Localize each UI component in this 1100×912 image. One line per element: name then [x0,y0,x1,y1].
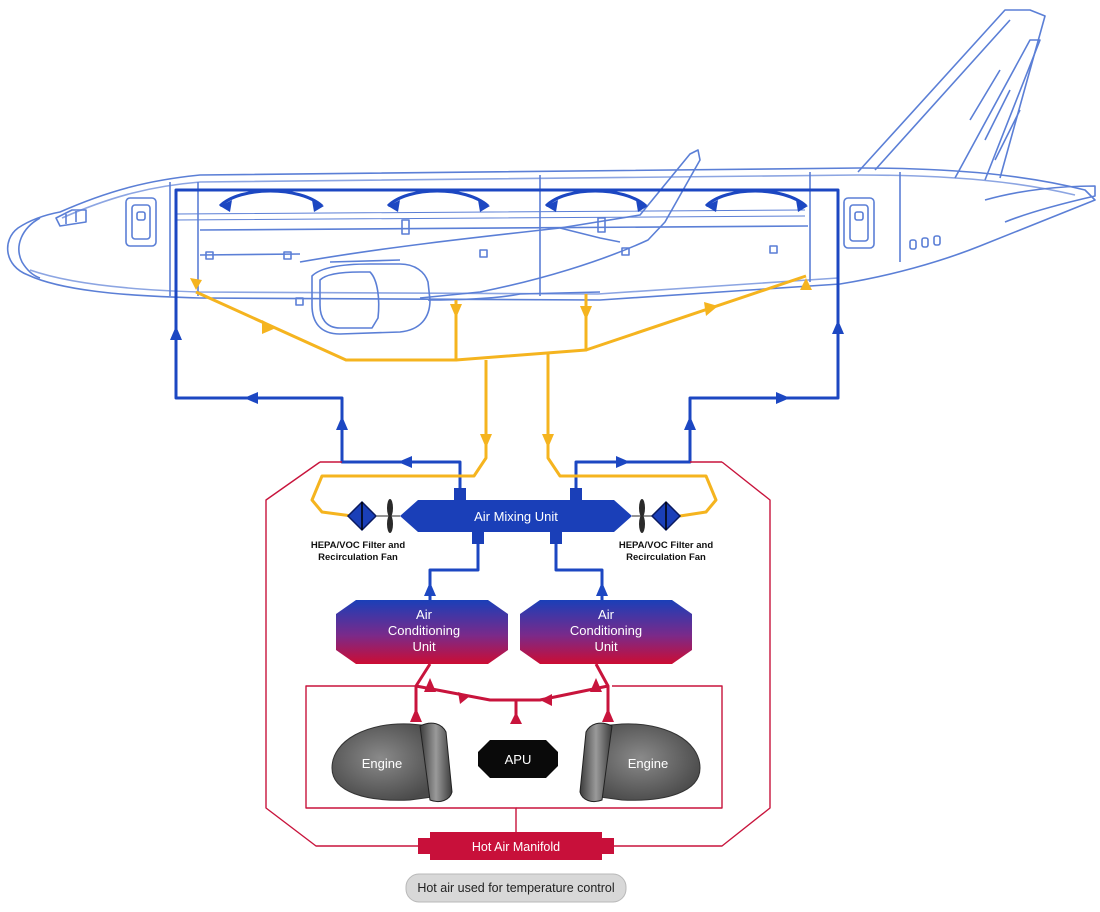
bleed-air-paths [265,461,771,847]
air-conditioning-unit-right: Air Conditioning Unit [520,600,692,664]
fan-icon [376,499,400,533]
apu-label: APU [505,752,532,767]
ac-unit-label-line3: Unit [412,639,436,654]
engine-left: Engine [331,722,453,803]
ac-unit-label-line2: Conditioning [570,623,642,638]
ac-unit-label-line3: Unit [594,639,618,654]
engine-right: Engine [579,722,701,803]
filter-icon [346,500,378,532]
apu-unit: APU [478,740,558,778]
filter-fan-label-line2: Recirculation Fan [626,552,706,563]
filter-fan-right: HEPA/VOC Filter and Recirculation Fan [619,499,714,563]
hot-air-note: Hot air used for temperature control [405,873,627,903]
fan-icon [632,499,656,533]
arrow-icon [410,678,614,724]
arrow-icon [190,278,812,448]
arrow-icon [170,200,844,596]
ac-unit-label-line2: Conditioning [388,623,460,638]
filter-fan-label-line1: HEPA/VOC Filter and [619,540,714,551]
air-mixing-unit: Air Mixing Unit [400,488,632,544]
engine-label: Engine [362,756,402,771]
recirculated-air-paths [195,274,807,518]
filter-fan-left: HEPA/VOC Filter and Recirculation Fan [311,499,406,563]
filter-icon [650,500,682,532]
conditioned-air-paths [174,188,840,600]
ac-unit-label-line1: Air [598,607,615,622]
filter-fan-label-line1: HEPA/VOC Filter and [311,540,406,551]
ac-unit-label-line1: Air [416,607,433,622]
filter-fan-label-line2: Recirculation Fan [318,552,398,563]
air-conditioning-unit-left: Air Conditioning Unit [336,600,508,664]
hot-air-note-label: Hot air used for temperature control [417,881,614,895]
hot-air-manifold-label: Hot Air Manifold [472,840,560,854]
engine-label: Engine [628,756,668,771]
hot-air-manifold: Hot Air Manifold [418,832,614,860]
aircraft-outline [6,9,1096,335]
air-mixing-unit-label: Air Mixing Unit [474,509,558,524]
